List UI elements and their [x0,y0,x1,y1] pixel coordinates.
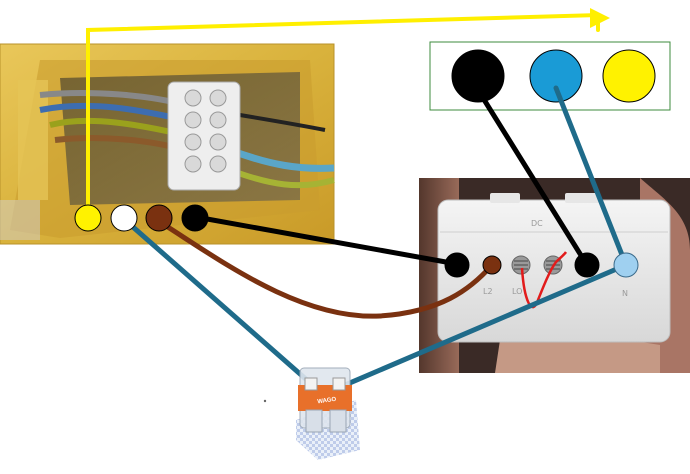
label-n: N [622,289,628,298]
junction-terminals [74,204,209,232]
label-lo: LO [512,287,522,296]
device-terminals [444,252,639,278]
wire-black-legend-to-device [475,87,590,268]
wires [86,8,629,391]
junction-terminal-brown [145,204,173,232]
wago-brand-label: WAGO [317,397,337,406]
wire-teal-legend-to-device [553,85,629,268]
wire-teal-connector-to-device [335,262,629,391]
junction-terminal-black [181,204,209,232]
device-terminal-black-2 [574,252,600,278]
junction-terminal-yellow [74,204,102,232]
device-terminal-black [444,252,470,278]
wire-black-junction-to-device [193,214,460,267]
legend-dot-yellow [602,49,656,103]
red-jumper-wire [520,251,568,309]
label-l2: L2 [483,287,493,296]
device-terminal-brown [482,255,502,275]
wire-brown [157,219,495,319]
label-dc: DC [531,219,543,228]
wire-teal-junction-to-connector [122,217,319,391]
junction-terminal-white [110,204,138,232]
legend-dot-blue [529,49,583,103]
wire-yellow-arrowhead [590,8,610,28]
device-terminal-light-blue [613,252,639,278]
legend-dot-black [451,49,505,103]
legend-box [429,41,671,111]
wago-connector: WAGO [296,367,360,460]
stray-dot [263,399,267,403]
